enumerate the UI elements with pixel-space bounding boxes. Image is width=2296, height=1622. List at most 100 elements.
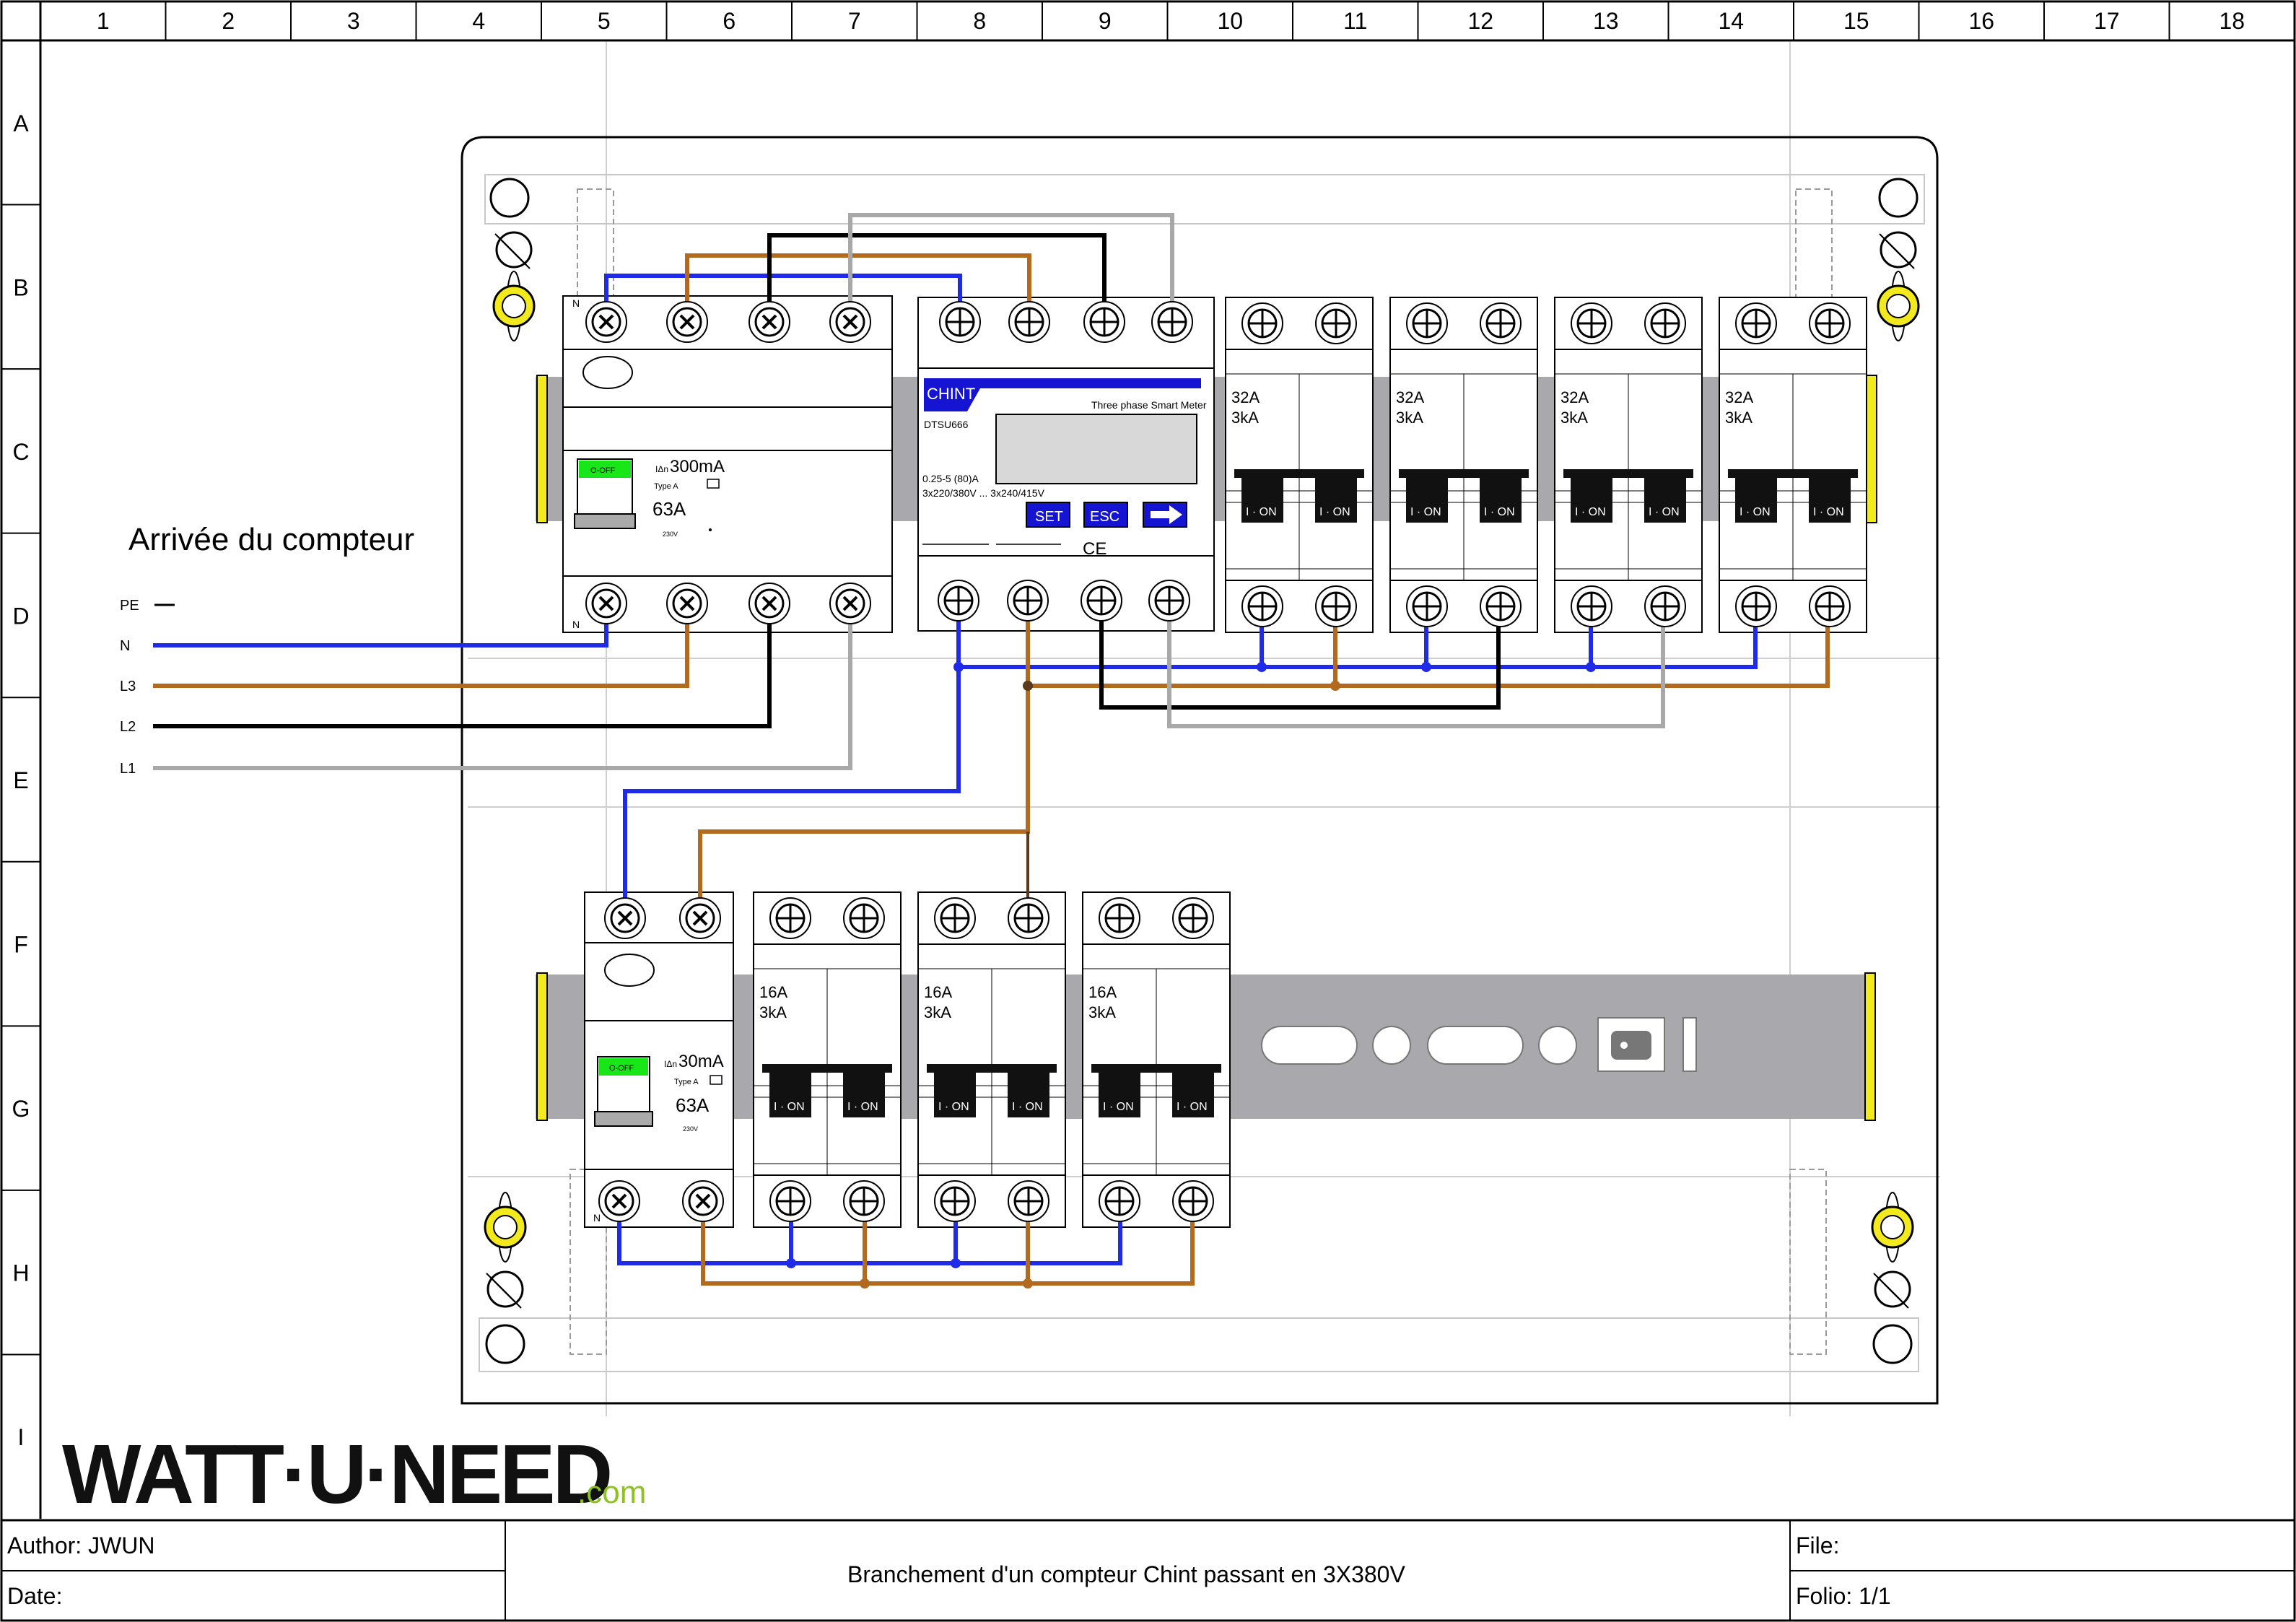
terminal-screw-plus-icon[interactable] xyxy=(1151,301,1193,343)
terminal-screw-plus-icon[interactable] xyxy=(1172,897,1214,939)
terminal-screw-x-icon[interactable] xyxy=(585,301,627,343)
breaker-on-label: I · ON xyxy=(1649,506,1680,518)
rcd-main-n-top: N xyxy=(572,297,580,309)
terminal-screw-x-icon[interactable] xyxy=(598,1180,640,1222)
breaker-toggle[interactable]: I · ON xyxy=(934,1073,976,1117)
meter-esc-button[interactable]: ESC xyxy=(1083,502,1128,528)
terminal-screw-plus-icon[interactable] xyxy=(1571,302,1612,344)
terminal-screw-plus-icon[interactable] xyxy=(1809,302,1851,344)
breaker-rating: 16A xyxy=(924,983,952,1001)
grid-column-label: 18 xyxy=(2219,8,2245,34)
rcd-sub-off-label: O-OFF xyxy=(609,1064,634,1073)
breaker-toggle[interactable]: I · ON xyxy=(769,1073,811,1117)
breaker-on-label: I · ON xyxy=(1410,506,1441,518)
rcd-main-test-lever[interactable]: O-OFF xyxy=(574,458,636,529)
terminal-screw-plus-icon[interactable] xyxy=(1644,302,1686,344)
terminal-screw-plus-icon[interactable] xyxy=(1148,580,1190,622)
grid-row-label: A xyxy=(13,110,29,136)
incoming-label-n: N xyxy=(120,638,130,654)
grid-row-label: I xyxy=(18,1424,25,1450)
grid-column-label: 17 xyxy=(2094,8,2120,34)
incoming-label-l3: L3 xyxy=(120,679,136,694)
arrow-right-icon xyxy=(1151,505,1182,524)
terminal-screw-plus-icon[interactable] xyxy=(934,897,976,939)
breaker-toggle[interactable]: I · ON xyxy=(1480,478,1522,523)
distribution-enclosure xyxy=(460,136,1939,1405)
terminal-screw-plus-icon[interactable] xyxy=(1809,585,1851,627)
terminal-screw-plus-icon[interactable] xyxy=(1241,585,1283,627)
breaker-toggle[interactable]: I · ON xyxy=(1644,478,1686,523)
terminal-screw-plus-icon[interactable] xyxy=(843,897,885,939)
terminal-screw-x-icon[interactable] xyxy=(682,1180,724,1222)
grid-column-label: 9 xyxy=(1099,8,1112,34)
terminal-screw-x-icon[interactable] xyxy=(604,897,646,939)
terminal-screw-plus-icon[interactable] xyxy=(769,897,811,939)
breaker-breaking-capacity: 3kA xyxy=(1725,409,1752,427)
terminal-screw-x-icon[interactable] xyxy=(748,583,790,624)
breaker-toggle[interactable]: I · ON xyxy=(1008,1073,1049,1117)
terminal-screw-x-icon[interactable] xyxy=(748,301,790,343)
breaker-on-label: I · ON xyxy=(1319,506,1350,518)
rcd-main-300ma: N N O-OFF IΔn 300mA Type A 63A 230V xyxy=(562,295,893,633)
terminal-screw-plus-icon[interactable] xyxy=(1406,302,1448,344)
terminal-screw-x-icon[interactable] xyxy=(829,583,871,624)
grid-row-label: B xyxy=(13,274,28,300)
breaker-toggle[interactable]: I · ON xyxy=(1406,478,1448,523)
terminal-screw-plus-icon[interactable] xyxy=(1571,585,1612,627)
terminal-screw-plus-icon[interactable] xyxy=(939,301,981,343)
footer-author: Author: JWUN xyxy=(7,1532,154,1558)
terminal-screw-x-icon[interactable] xyxy=(585,583,627,624)
terminal-screw-x-icon[interactable] xyxy=(666,583,708,624)
terminal-screw-plus-icon[interactable] xyxy=(934,1180,976,1222)
terminal-screw-plus-icon[interactable] xyxy=(1099,897,1140,939)
terminal-screw-plus-icon[interactable] xyxy=(1241,302,1283,344)
terminal-screw-plus-icon[interactable] xyxy=(1644,585,1686,627)
terminal-screw-plus-icon[interactable] xyxy=(1008,301,1050,343)
breaker-breaking-capacity: 3kA xyxy=(1088,1003,1116,1021)
breaker-toggle[interactable]: I · ON xyxy=(1099,1073,1140,1117)
terminal-screw-plus-icon[interactable] xyxy=(1480,585,1522,627)
breaker-toggle[interactable]: I · ON xyxy=(1172,1073,1214,1117)
terminal-screw-plus-icon[interactable] xyxy=(1008,897,1049,939)
breaker-breaking-capacity: 3kA xyxy=(759,1003,787,1021)
terminal-screw-plus-icon[interactable] xyxy=(1172,1180,1214,1222)
grid-column-label: 3 xyxy=(347,8,360,34)
terminal-screw-x-icon[interactable] xyxy=(829,301,871,343)
breaker-toggle[interactable]: I · ON xyxy=(1571,478,1612,523)
terminal-screw-plus-icon[interactable] xyxy=(1099,1180,1140,1222)
grid-row-label: G xyxy=(12,1096,30,1122)
grid-column-label: 13 xyxy=(1593,8,1619,34)
terminal-screw-plus-icon[interactable] xyxy=(1315,302,1357,344)
terminal-screw-plus-icon[interactable] xyxy=(1008,1180,1049,1222)
rcd-main-idn: 300mA xyxy=(670,457,725,476)
terminal-screw-plus-icon[interactable] xyxy=(1007,580,1049,622)
terminal-screw-plus-icon[interactable] xyxy=(938,580,979,622)
breaker-toggle[interactable]: I · ON xyxy=(1735,478,1777,523)
terminal-screw-plus-icon[interactable] xyxy=(1083,301,1125,343)
meter-set-button[interactable]: SET xyxy=(1026,502,1070,528)
breaker-toggle[interactable]: I · ON xyxy=(1315,478,1357,523)
breaker-toggle[interactable]: I · ON xyxy=(1809,478,1851,523)
terminal-screw-plus-icon[interactable] xyxy=(1081,580,1122,622)
breaker-on-label: I · ON xyxy=(938,1101,969,1113)
terminal-screw-plus-icon[interactable] xyxy=(843,1180,885,1222)
terminal-screw-plus-icon[interactable] xyxy=(769,1180,811,1222)
slotted-screw-icon xyxy=(1879,231,1917,269)
terminal-screw-plus-icon[interactable] xyxy=(1735,585,1777,627)
terminal-screw-x-icon[interactable] xyxy=(666,301,708,343)
rcd-sub-test-lever[interactable]: O-OFF xyxy=(594,1056,653,1127)
terminal-screw-plus-icon[interactable] xyxy=(1406,585,1448,627)
terminal-screw-plus-icon[interactable] xyxy=(1315,585,1357,627)
terminal-screw-plus-icon[interactable] xyxy=(1735,302,1777,344)
meter-next-button[interactable] xyxy=(1143,502,1187,528)
terminal-screw-x-icon[interactable] xyxy=(679,897,721,939)
grid-column-label: 5 xyxy=(598,8,611,34)
breaker-toggle[interactable]: I · ON xyxy=(843,1073,885,1117)
breaker-toggle[interactable]: I · ON xyxy=(1241,478,1283,523)
grid-column-label: 10 xyxy=(1217,8,1243,34)
breaker-on-label: I · ON xyxy=(1484,506,1515,518)
terminal-screw-plus-icon[interactable] xyxy=(1480,302,1522,344)
